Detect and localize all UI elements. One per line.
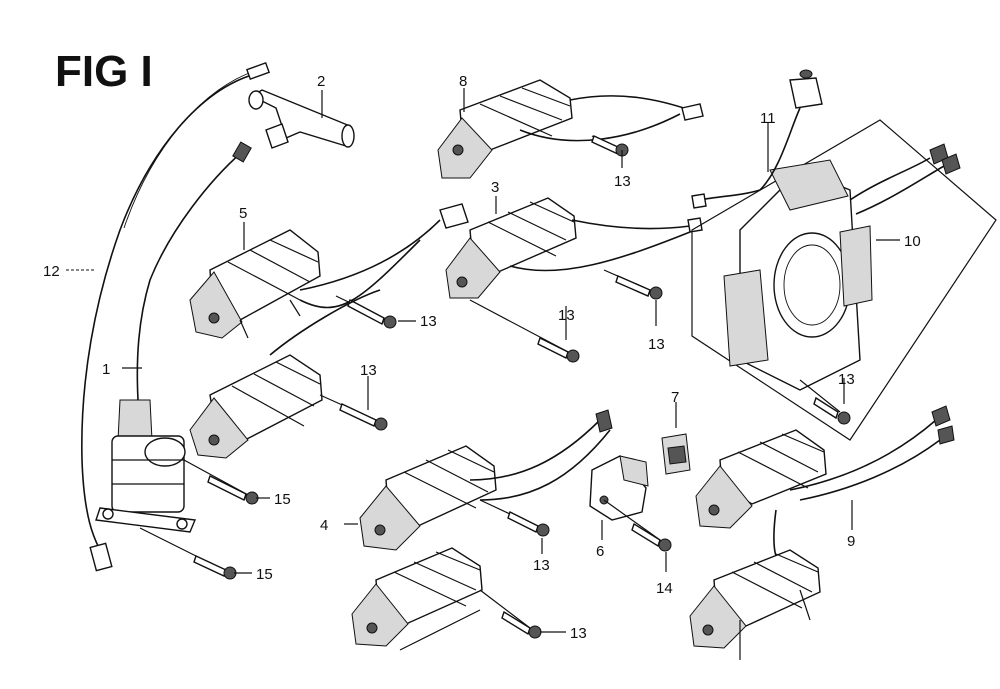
callout-13-e: 13 (360, 362, 377, 379)
callout-13-g: 13 (533, 557, 550, 574)
part-12-cable (81, 61, 271, 572)
part-3-coil (445, 197, 703, 363)
callout-13-c: 13 (558, 307, 575, 324)
callout-2: 2 (317, 73, 325, 90)
callout-12: 12 (43, 263, 60, 280)
part-8-coil (437, 79, 704, 179)
part-6-bracket (589, 455, 672, 552)
callout-13-f: 13 (838, 371, 855, 388)
callout-3: 3 (491, 179, 499, 196)
callout-1: 1 (102, 361, 110, 378)
leader-lines (66, 88, 900, 633)
callout-6: 6 (596, 543, 604, 560)
callout-13-d: 13 (648, 336, 665, 353)
callout-4: 4 (320, 517, 328, 534)
part-10-exciter-coil (691, 119, 997, 441)
part-11-lead (691, 69, 823, 209)
part-7-clip (661, 433, 691, 475)
callout-15-b: 15 (256, 566, 273, 583)
part-1-ignition-coil (95, 141, 252, 533)
callout-5: 5 (239, 205, 247, 222)
callout-8: 8 (459, 73, 467, 90)
coil-lower-left (189, 289, 388, 459)
part-15-screws (139, 459, 259, 580)
callout-10: 10 (904, 233, 921, 250)
coil-lower-middle (351, 547, 542, 651)
callout-11: 11 (760, 110, 776, 127)
callout-13-b: 13 (420, 313, 437, 330)
callout-13-h: 13 (570, 625, 587, 642)
callout-9: 9 (847, 533, 855, 550)
callout-14: 14 (656, 580, 673, 597)
callout-labels: 2 8 13 3 5 12 13 13 13 11 10 1 13 13 7 1… (43, 73, 921, 642)
part-4-coil (359, 409, 613, 551)
callout-15-a: 15 (274, 491, 291, 508)
callout-7: 7 (671, 389, 679, 406)
figure-title: FIG I (55, 47, 153, 96)
callout-13-a: 13 (614, 173, 631, 190)
part-5-coil (189, 203, 469, 339)
part-9-coil-assembly (689, 405, 955, 660)
part-2-plug-cap (248, 89, 355, 149)
